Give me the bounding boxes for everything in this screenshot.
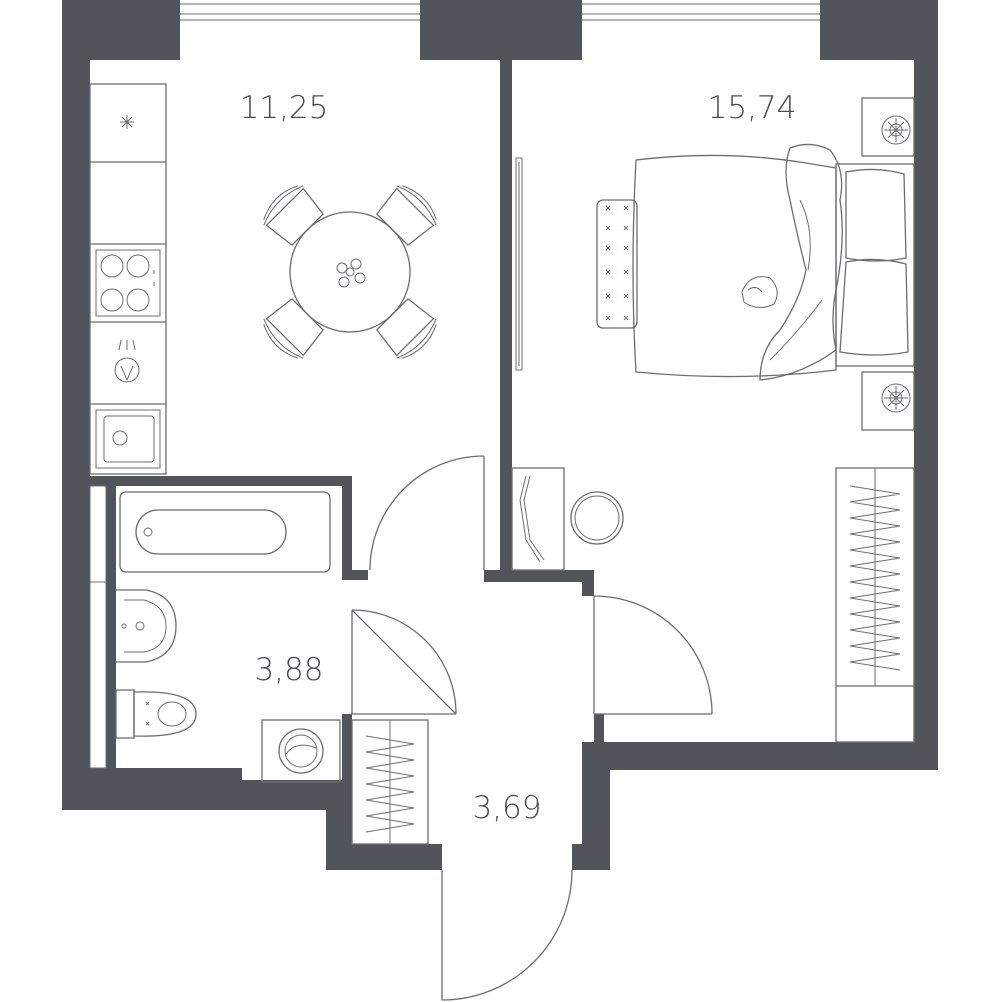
desk bbox=[511, 467, 565, 571]
door-entrance bbox=[441, 869, 573, 1001]
sleeping-cat-icon bbox=[741, 276, 778, 308]
door-bathroom bbox=[351, 609, 457, 715]
desk-chair bbox=[570, 491, 624, 545]
washbasin bbox=[116, 589, 177, 663]
door-bedroom bbox=[593, 595, 713, 715]
kitchen-counter bbox=[89, 83, 167, 475]
toilet bbox=[115, 689, 197, 739]
dining-table bbox=[263, 185, 437, 359]
window-bedroom bbox=[582, 0, 820, 60]
range-hood-icon bbox=[114, 339, 140, 383]
fridge-icon bbox=[120, 115, 134, 129]
bed bbox=[632, 143, 915, 381]
wardrobe-bedroom bbox=[835, 467, 915, 743]
area-label-bedroom: 15,74 bbox=[708, 90, 797, 126]
door-kitchen bbox=[369, 455, 485, 571]
kitchen-sink-icon bbox=[95, 409, 161, 469]
nightstand-top bbox=[861, 97, 915, 157]
stove-icon bbox=[95, 249, 161, 317]
area-label-hall: 3,69 bbox=[472, 790, 541, 826]
window-kitchen bbox=[180, 0, 420, 60]
wardrobe-hall bbox=[351, 719, 429, 845]
washing-machine bbox=[261, 719, 341, 783]
bench bbox=[596, 199, 638, 329]
bathtub bbox=[119, 491, 331, 573]
nightstand-bottom bbox=[861, 371, 915, 431]
walls bbox=[62, 0, 938, 870]
wall-mirror bbox=[515, 157, 523, 371]
area-label-kitchen: 11,25 bbox=[240, 90, 329, 126]
area-label-bathroom: 3,88 bbox=[254, 652, 323, 688]
